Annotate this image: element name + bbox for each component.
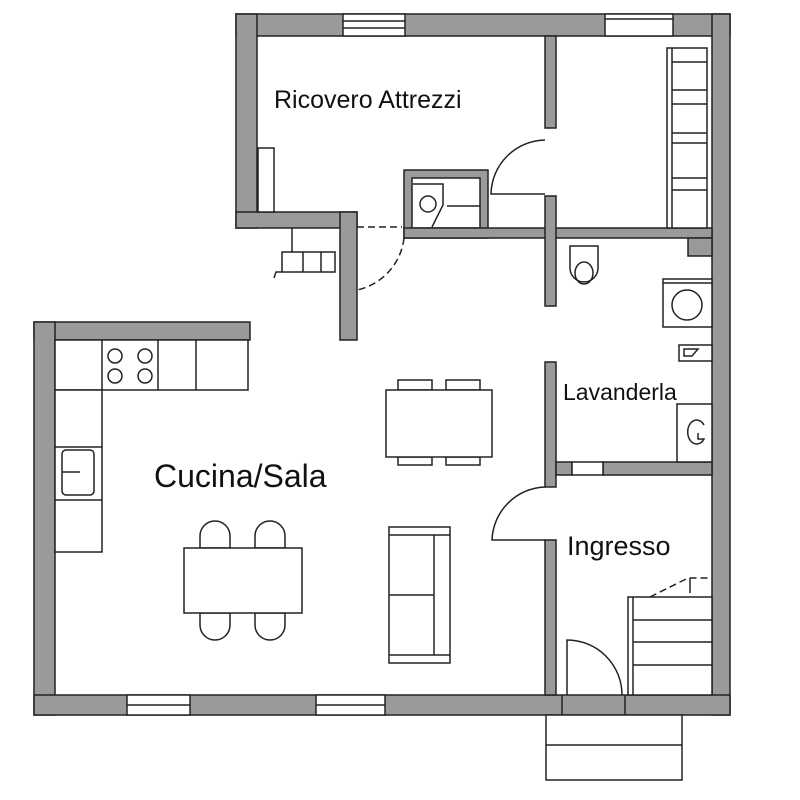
tall-shelving	[666, 47, 708, 229]
room-label-entrance: Ingresso	[567, 531, 671, 561]
door-swing	[491, 486, 546, 541]
sink-icon	[61, 449, 95, 496]
toilet-icon	[569, 245, 599, 285]
stairs	[627, 577, 713, 696]
dryer-icon	[676, 403, 713, 463]
doors	[356, 139, 626, 715]
room-label-shed: Ricovero Attrezzi	[274, 86, 462, 114]
wc-toilet	[413, 183, 480, 228]
small-table	[385, 379, 493, 466]
outdoor-steps	[273, 228, 336, 279]
window	[571, 461, 604, 476]
window	[604, 13, 674, 37]
washing-machine-icon	[662, 278, 713, 328]
stove-icon	[107, 348, 153, 384]
shed-shelf	[257, 147, 275, 213]
dining-table	[183, 520, 303, 641]
windows	[126, 13, 674, 716]
window	[342, 13, 406, 37]
door-swing	[356, 226, 405, 291]
door-swing	[490, 139, 546, 195]
room-label-kitchen-living: Cucina/Sala	[154, 458, 327, 494]
sofa	[388, 526, 451, 664]
entrance-steps	[545, 714, 683, 781]
room-label-laundry: Lavanderla	[563, 379, 677, 405]
entrance-door	[566, 639, 623, 696]
laundry-sink-icon	[678, 344, 713, 362]
